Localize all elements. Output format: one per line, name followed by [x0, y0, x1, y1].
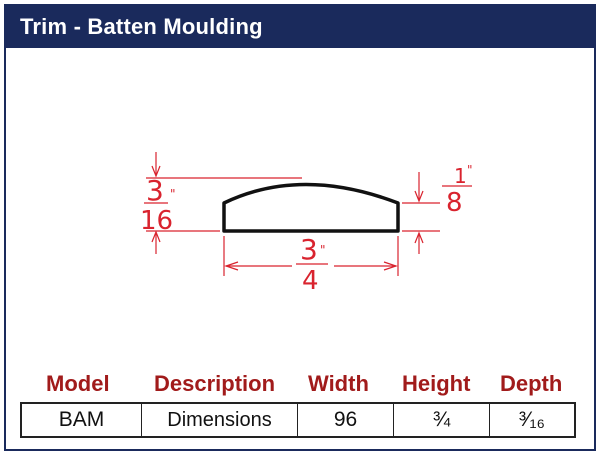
width-note-denominator: 4: [302, 266, 319, 296]
depth-note-unit: ": [467, 163, 473, 177]
header-bar: Trim - Batten Moulding: [6, 6, 594, 48]
cell-height: ¾: [394, 404, 490, 436]
page-title: Trim - Batten Moulding: [20, 14, 263, 39]
cell-width: 96: [298, 404, 394, 436]
label-model: Model: [46, 371, 110, 396]
moulding-profile-outline: [222, 182, 400, 233]
height-note-numerator: 3: [146, 174, 164, 207]
moulding-profile-drawing: 3 " 16 1 " 8 3 " 4: [140, 152, 473, 296]
depth-note-denominator: 8: [446, 188, 463, 218]
label-description: Description: [154, 371, 276, 396]
label-width: Width: [308, 371, 369, 396]
depth-note-numerator: 1: [454, 164, 467, 188]
cell-model: BAM: [22, 404, 142, 436]
label-depth: Depth: [500, 371, 563, 396]
cell-description: Dimensions: [142, 404, 298, 436]
cell-depth: ³⁄₁₆: [518, 408, 546, 431]
height-note-denominator: 16: [140, 206, 173, 236]
label-height: Height: [402, 371, 471, 396]
spec-table: BAM Dimensions 96 ¾ ³⁄₁₆: [20, 402, 576, 438]
spec-labels: Model Description Width Height Depth: [6, 371, 594, 399]
width-note-unit: ": [320, 243, 326, 257]
height-note-unit: ": [170, 187, 176, 201]
product-card: Trim - Batten Moulding: [4, 4, 596, 451]
width-note-numerator: 3: [300, 233, 318, 266]
